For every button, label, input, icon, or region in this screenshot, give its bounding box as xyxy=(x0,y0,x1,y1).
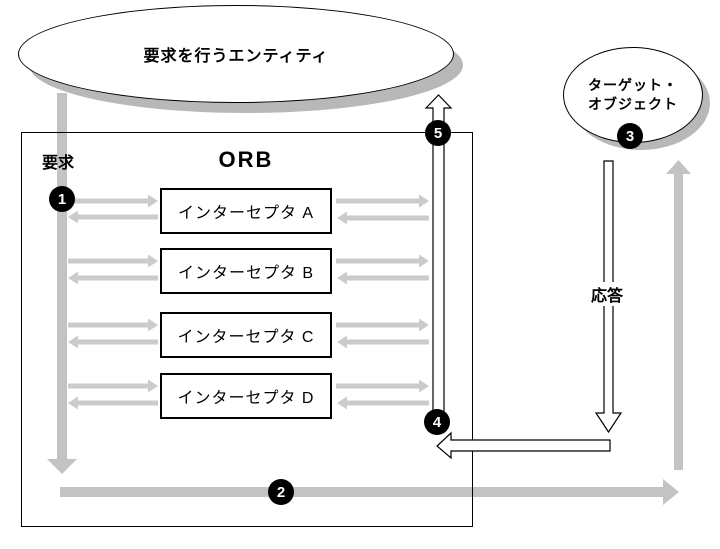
step-badge-3: 3 xyxy=(617,123,643,149)
requesting-entity-node: 要求を行うエンティティ xyxy=(18,5,454,103)
interceptor-d-label: インターセプタ D xyxy=(177,390,315,407)
target-object-label-line2: オブジェクト xyxy=(588,96,678,112)
step-badge-2: 2 xyxy=(268,479,294,505)
request-label: 要求 xyxy=(42,155,75,172)
interceptor-box-a: インターセプタ A xyxy=(160,188,332,234)
interceptor-a-label: インターセプタ A xyxy=(177,205,315,222)
orb-title: ORB xyxy=(218,147,274,172)
target-object-label-line1: ターゲット・ xyxy=(588,77,678,93)
response-label: 応答 xyxy=(589,282,626,306)
step-badge-1: 1 xyxy=(49,186,75,212)
orb-boundary-box xyxy=(21,132,473,527)
requesting-entity-label: 要求を行うエンティティ xyxy=(143,48,329,65)
step-badge-4: 4 xyxy=(424,409,450,435)
interceptor-box-c: インターセプタ C xyxy=(160,312,332,358)
target-object-node: ターゲット・ オブジェクト xyxy=(563,47,703,143)
interceptor-b-label: インターセプタ B xyxy=(177,265,315,282)
interceptor-c-label: インターセプタ C xyxy=(177,329,315,346)
interceptor-box-d: インターセプタ D xyxy=(160,373,332,419)
interceptor-box-b: インターセプタ B xyxy=(160,248,332,294)
request-up-arrow xyxy=(666,160,691,470)
step-badge-5: 5 xyxy=(425,120,451,146)
